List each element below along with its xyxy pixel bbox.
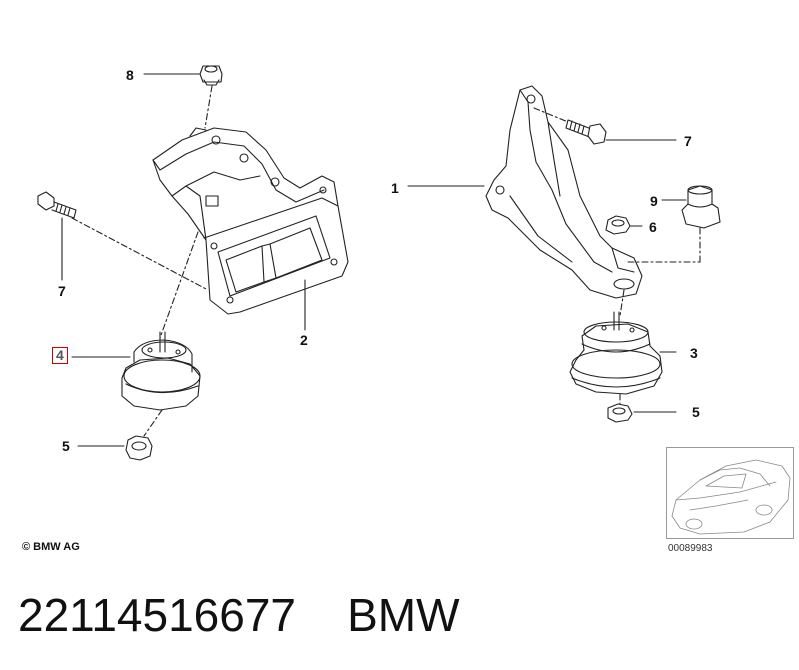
part-5-nut-right [607,403,633,423]
callout-7-right: 7 [684,133,692,149]
axis-5-left [143,409,163,437]
callout-8: 8 [126,67,134,83]
part-number: 22114516677 [18,589,296,641]
copyright-notice: © BMW AG [22,541,80,553]
callout-2: 2 [300,332,308,348]
callout-7-left: 7 [58,283,66,299]
axis-8 [204,85,213,129]
callout-1: 1 [391,180,399,196]
part-6-nut [605,215,631,235]
axis-7-left [71,217,209,291]
axis-4 [159,231,199,339]
axis-3 [619,289,625,317]
part-9-cap [681,185,721,229]
part-8-grommet [199,65,223,86]
brand-name: BMW [347,589,460,641]
part-1-engine-bracket [485,85,643,299]
callout-5-right: 5 [692,404,700,420]
part-3-engine-mount [569,311,663,395]
callout-6: 6 [649,219,657,235]
part-7-bolt-right [565,119,607,145]
callout-4-highlighted[interactable]: 4 [52,347,68,364]
thumbnail-frame [666,447,794,539]
callout-3: 3 [690,345,698,361]
axis-7-right [533,107,569,123]
part-caption: 22114516677 BMW [18,588,460,642]
callout-9: 9 [650,193,658,209]
thumbnail-code: 00089983 [668,543,713,554]
car-thumbnail-sketch [671,459,791,535]
part-4-engine-mount [121,331,201,411]
part-7-bolt-left [37,191,77,219]
callout-5-left: 5 [62,438,70,454]
part-5-nut-left [125,435,153,461]
part-2-engine-bracket [152,127,349,315]
